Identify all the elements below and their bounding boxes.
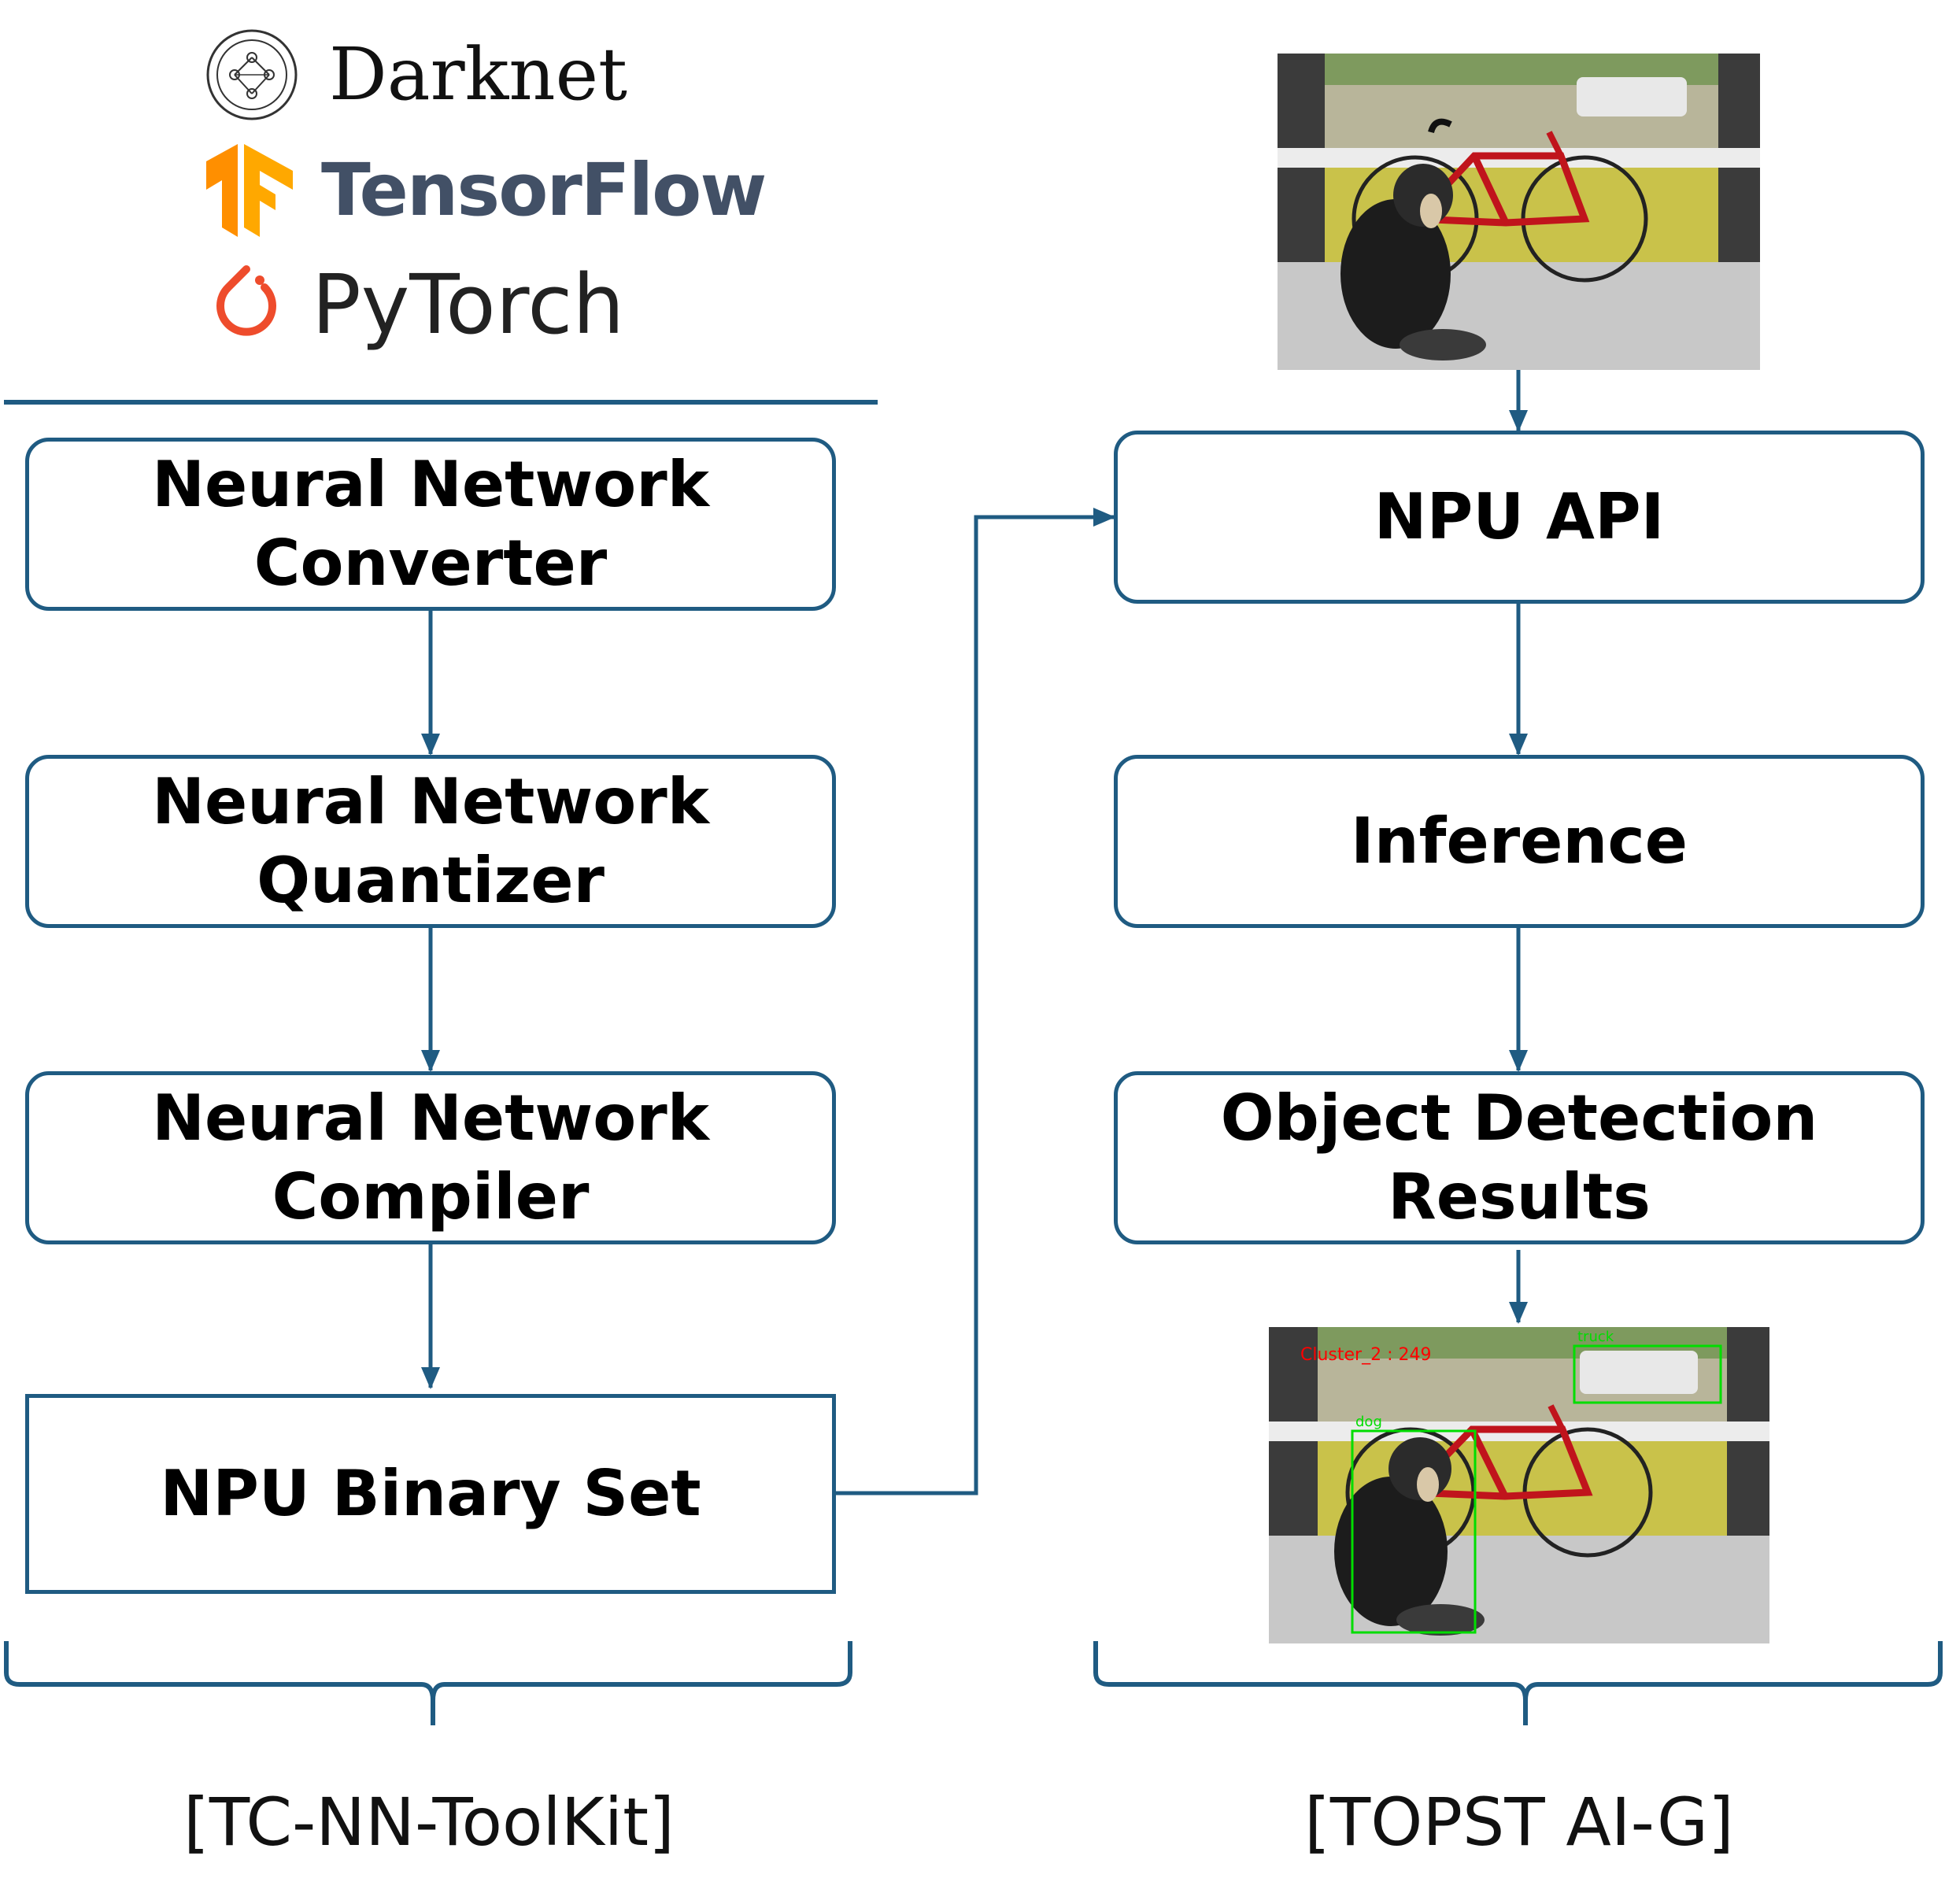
output-photo-drawing: Cluster_2 : 249 truck dog [1269,1327,1769,1643]
results-box: Object Detection Results [1114,1071,1925,1244]
framework-pytorch: PyTorch [211,253,624,356]
npu-api-box: NPU API [1114,431,1925,604]
binary-set-box: NPU Binary Set [25,1394,836,1594]
input-photo-drawing [1278,54,1760,370]
topst-label: [TOPST AI-G] [1304,1784,1734,1861]
framework-darknet: Darknet [203,24,627,126]
quantizer-box: Neural Network Quantizer [25,755,836,928]
topst-brace [1093,1641,1943,1725]
framework-name-pytorch: PyTorch [312,257,625,353]
results-label: Object Detection Results [1220,1081,1818,1233]
framework-name-darknet: Darknet [329,32,628,116]
quantizer-label: Neural Network Quantizer [152,765,709,917]
arrow-binary-to-api [836,508,1115,1495]
binary-set-label: NPU Binary Set [160,1457,701,1530]
cluster-detection-label: Cluster_2 : 249 [1300,1345,1431,1365]
toolkit-brace [4,1641,852,1725]
converter-box: Neural Network Converter [25,438,836,611]
pytorch-logo-icon [216,265,276,336]
framework-tensorflow: TensorFlow [206,143,767,238]
truck-detection-label: truck [1577,1329,1614,1345]
toolkit-label: [TC-NN-ToolKit] [183,1784,675,1861]
input-image [1278,54,1760,370]
npu-api-label: NPU API [1374,480,1665,553]
converter-label: Neural Network Converter [152,448,709,600]
dog-detection-label: dog [1355,1414,1382,1430]
truck-detection-box [1573,1344,1722,1404]
inference-box: Inference [1114,755,1925,928]
inference-label: Inference [1350,804,1688,878]
dog-detection-box [1351,1429,1477,1634]
darknet-logo-icon [206,29,298,120]
framework-name-tensorflow: TensorFlow [321,148,767,232]
compiler-box: Neural Network Compiler [25,1071,836,1244]
tensorflow-logo-icon [206,144,293,237]
compiler-label: Neural Network Compiler [152,1081,709,1233]
output-image: Cluster_2 : 249 truck dog [1269,1327,1769,1643]
